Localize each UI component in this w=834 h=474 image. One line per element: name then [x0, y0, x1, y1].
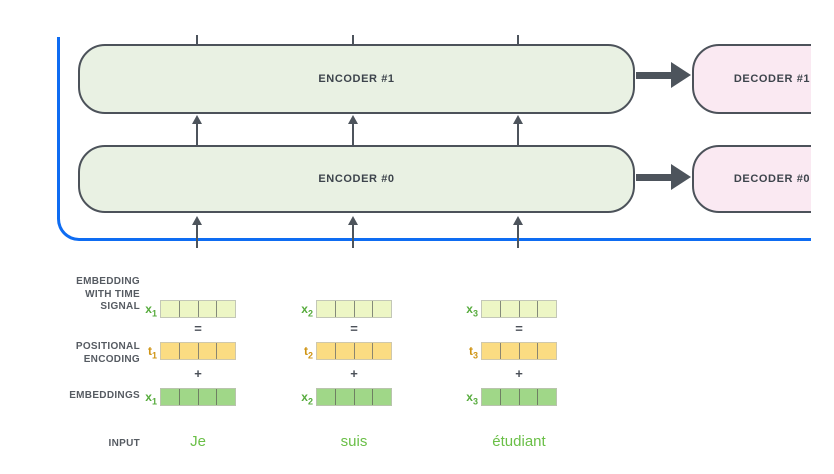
embedding-column-suis: x2 = t2 + x2 suis: [287, 300, 392, 470]
embedding-vector: [481, 388, 557, 406]
signal-vector: [316, 300, 392, 318]
positional-vector: [316, 342, 392, 360]
positional-encoding-label: POSITIONAL ENCODING: [75, 341, 140, 365]
signal-vector-label: x1: [145, 302, 157, 319]
positional-vector-label: t3: [468, 344, 478, 361]
plus-sign: +: [194, 366, 202, 381]
encoder-0-box: ENCODER #0: [78, 145, 635, 213]
plus-sign: +: [515, 366, 523, 381]
input-word: étudiant: [492, 433, 546, 450]
encoder-1-label: ENCODER #1: [318, 73, 395, 85]
embedding-with-time-signal-label: EMBEDDING WITH TIME SIGNAL: [76, 276, 140, 312]
input-label: INPUT: [108, 438, 140, 449]
signal-vector: [481, 300, 557, 318]
encoder-1-box: ENCODER #1: [78, 44, 635, 114]
tick-mark: [517, 35, 519, 45]
tick-mark: [196, 35, 198, 45]
signal-vector-label: x2: [301, 302, 313, 319]
encoder-0-label: ENCODER #0: [318, 173, 395, 185]
decoder-1-label: DECODER #1: [733, 73, 811, 85]
input-word: Je: [190, 433, 206, 450]
signal-vector: [160, 300, 236, 318]
equals-sign: =: [350, 321, 358, 336]
embedding-column-etudiant: x3 = t3 + x3 étudiant: [452, 300, 557, 470]
equals-sign: =: [515, 321, 523, 336]
embeddings-label: EMBEDDINGS: [69, 390, 140, 401]
embedding-vector: [316, 388, 392, 406]
embedding-vector-label: x2: [301, 390, 313, 407]
blue-bracket-line: [57, 37, 811, 241]
embedding-column-je: x1 = t1 + x1 Je: [131, 300, 236, 470]
signal-vector-label: x3: [466, 302, 478, 319]
decoder-0-label: DECODER #0: [733, 173, 811, 185]
embedding-vector-label: x1: [145, 390, 157, 407]
decoder-1-box: DECODER #1: [692, 44, 811, 114]
input-word: suis: [340, 433, 368, 450]
decoder-0-box: DECODER #0: [692, 145, 811, 213]
embedding-vector: [160, 388, 236, 406]
plus-sign: +: [350, 366, 358, 381]
positional-vector-label: t1: [147, 344, 157, 361]
positional-vector: [160, 342, 236, 360]
equals-sign: =: [194, 321, 202, 336]
diagram-clip-area: ENCODER #1 ENCODER #0 DECODER #1 DECODER…: [57, 35, 811, 470]
positional-vector-label: t2: [303, 344, 313, 361]
embedding-vector-label: x3: [466, 390, 478, 407]
tick-mark: [352, 35, 354, 45]
positional-vector: [481, 342, 557, 360]
